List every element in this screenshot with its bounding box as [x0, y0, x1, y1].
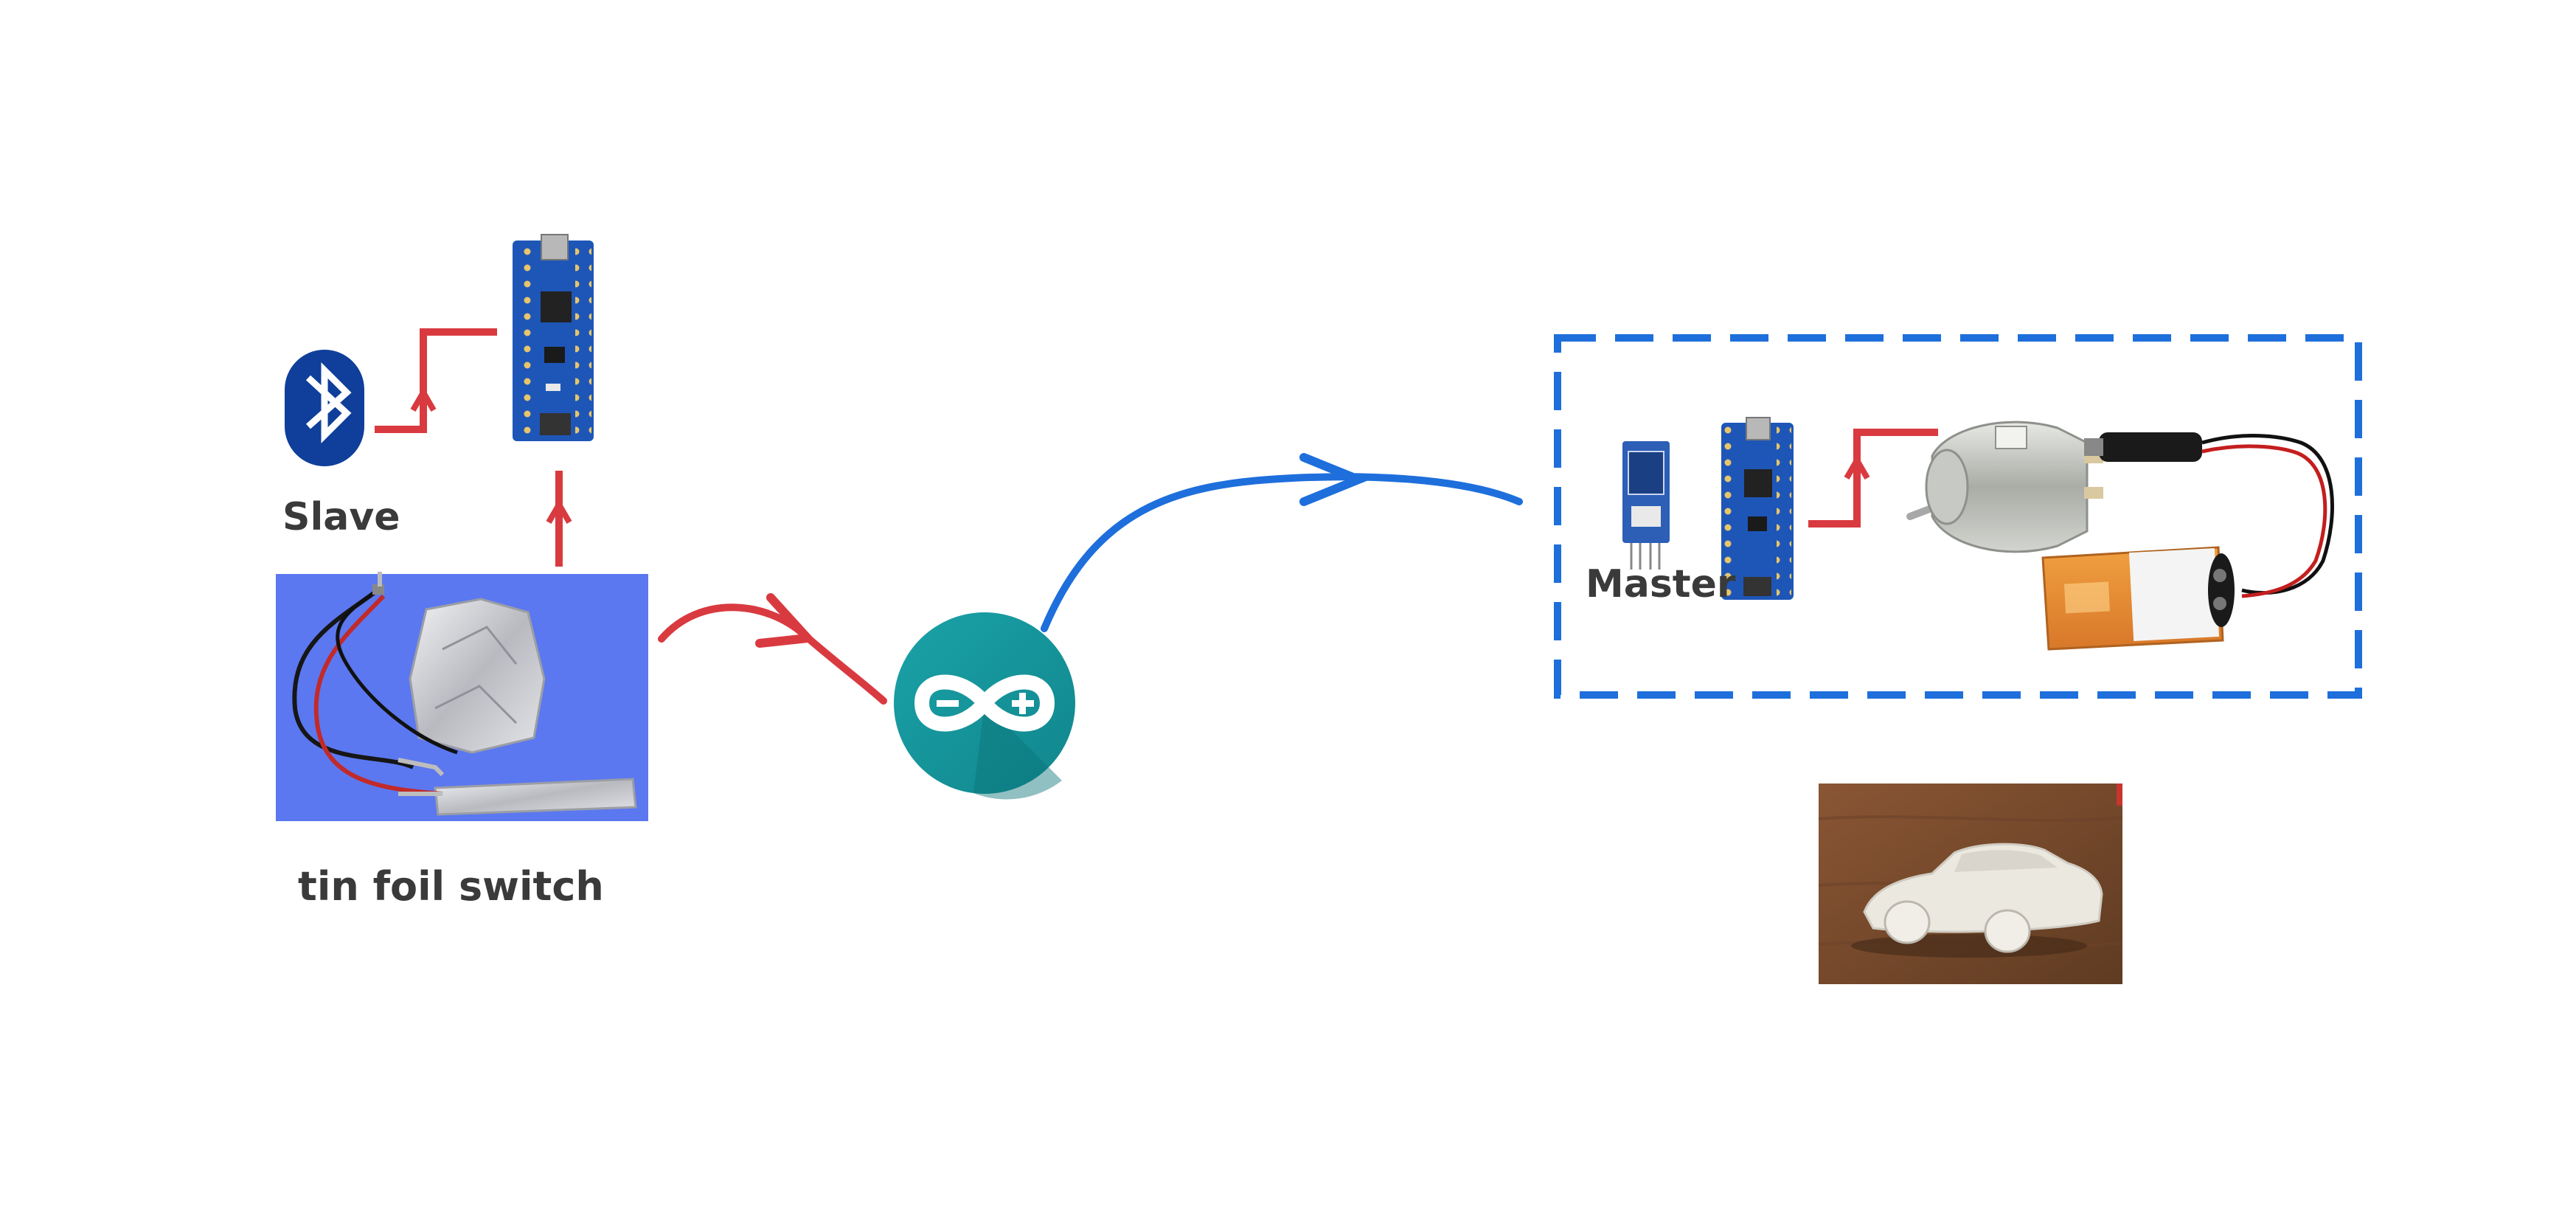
wire-bluetooth-to-nano — [375, 328, 497, 433]
hc05-bluetooth-module — [1622, 441, 1670, 570]
arduino-logo-icon — [894, 612, 1075, 800]
wire-switch-to-nano — [546, 471, 572, 567]
arrow-switch-to-arduino — [658, 593, 887, 705]
slave-label: Slave — [282, 495, 400, 539]
toy-car-photo — [1818, 784, 2123, 984]
dc-barrel-plug — [2084, 432, 2334, 598]
arduino-nano-board-master — [1721, 417, 1794, 600]
tin-foil-switch-photo — [276, 572, 648, 821]
battery-9v — [2041, 546, 2235, 651]
wire-nano-to-motor — [1808, 429, 1938, 528]
master-enclosure — [1554, 334, 2362, 699]
arduino-nano-board — [513, 234, 594, 441]
dc-motor — [1906, 421, 2103, 553]
tin-foil-switch-label: tin foil switch — [298, 863, 604, 910]
master-label: Master — [1586, 562, 1736, 606]
bluetooth-icon — [285, 350, 364, 466]
arrow-arduino-to-master — [1041, 453, 1523, 632]
